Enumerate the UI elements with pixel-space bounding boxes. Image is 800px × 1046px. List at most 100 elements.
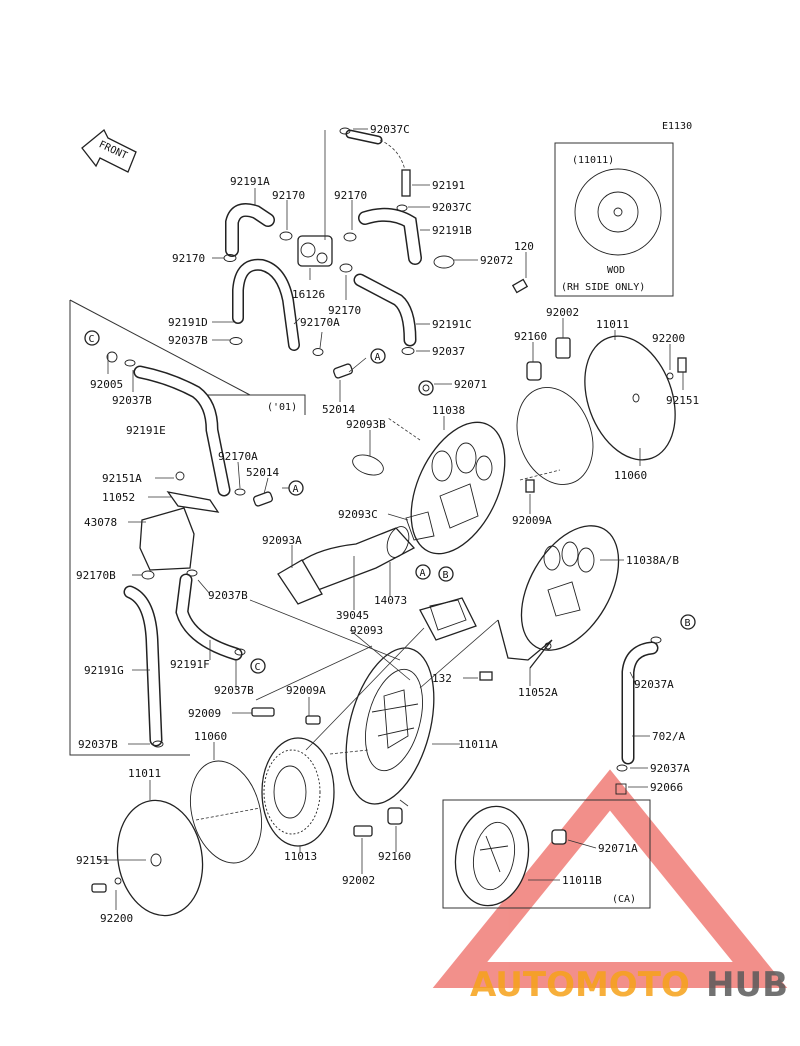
label-92170A: 92170A <box>218 450 258 463</box>
ref-circle-c2: C <box>250 658 266 674</box>
clamp-fittings <box>124 127 662 795</box>
front-arrow-icon: FRONT <box>81 128 137 173</box>
label-92071: 92071 <box>454 378 487 391</box>
label-92170B: 92170B <box>76 569 116 582</box>
label-132: 132 <box>432 672 452 685</box>
label-92200: 92200 <box>100 912 133 925</box>
label-92093A: 92093A <box>262 534 302 547</box>
label-92191F: 92191F <box>170 658 210 671</box>
bolt-92151-rh <box>666 357 687 380</box>
label-11011B: 11011B <box>562 874 602 887</box>
backplate-11038AB <box>520 525 620 651</box>
label-92093B: 92093B <box>346 418 386 431</box>
bracket-11052A <box>497 619 553 669</box>
label-92170: 92170 <box>272 189 305 202</box>
ref-circle-c1: C <box>84 330 100 346</box>
watermark-logo <box>432 769 788 988</box>
bolt-92009A-lower <box>305 715 321 725</box>
label-92037C: 92037C <box>432 201 472 214</box>
label-92009: 92009 <box>188 707 221 720</box>
gasket-92093C <box>405 511 435 541</box>
rh-side-label: (RH SIDE ONLY) <box>561 282 645 293</box>
cover-11011A <box>345 647 435 805</box>
hose-92191D <box>232 258 300 351</box>
label-92002: 92002 <box>342 874 375 887</box>
hose-702A <box>621 641 659 765</box>
ref-circle-b2: B <box>680 614 696 630</box>
label-11060: 11060 <box>194 730 227 743</box>
label-11038: 11038 <box>432 404 465 417</box>
label-92009A: 92009A <box>286 684 326 697</box>
spacer-92160-rh <box>526 361 542 381</box>
label-11052A: 11052A <box>518 686 558 699</box>
label-92160: 92160 <box>514 330 547 343</box>
bolt-92002-lower <box>353 825 373 837</box>
label-92037B: 92037B <box>208 589 248 602</box>
hose-92191A <box>225 203 275 257</box>
part-labels: 92037C 92191 92037C 92191A 92170 92170 9… <box>76 123 699 925</box>
label-92170: 92170 <box>172 252 205 265</box>
label-92002: 92002 <box>546 306 579 319</box>
oring-92093B <box>352 454 384 476</box>
svg-text:A: A <box>293 484 299 495</box>
svg-text:C: C <box>89 334 95 345</box>
valve-16126 <box>297 235 333 267</box>
inset-part-label: (11011) <box>572 155 614 166</box>
cover-11011-lower <box>116 799 204 917</box>
watermark-hub: HUB <box>706 965 788 1005</box>
ref-circle-a2: A <box>288 480 304 496</box>
svg-text:A: A <box>375 352 381 363</box>
label-92151: 92151 <box>76 854 109 867</box>
bolt-92009 <box>251 707 275 717</box>
label-92191E: 92191E <box>126 424 166 437</box>
pipe-52014-b <box>253 491 273 507</box>
hose-92191E <box>133 365 231 497</box>
label-92200: 92200 <box>652 332 685 345</box>
svg-text:A: A <box>420 568 426 579</box>
ref-circle-b1: B <box>438 566 454 582</box>
label-92072: 92072 <box>480 254 513 267</box>
label-11011A: 11011A <box>458 738 498 751</box>
label-92160: 92160 <box>378 850 411 863</box>
bolt-92151-lower <box>91 877 122 893</box>
label-92009A: 92009A <box>512 514 552 527</box>
svg-text:B: B <box>443 570 449 581</box>
bolt-132 <box>479 671 493 681</box>
bolt-120 <box>511 278 529 294</box>
inset-frame-01 <box>69 299 306 756</box>
label-92005: 92005 <box>90 378 123 391</box>
oring-11060-lower <box>190 760 262 864</box>
label-92191C: 92191C <box>432 318 472 331</box>
spacer-92160-lower <box>387 807 403 825</box>
backplate-11038 <box>410 380 506 555</box>
label-92071A: 92071A <box>598 842 638 855</box>
label-11060: 11060 <box>614 469 647 482</box>
duct-14073-gasket <box>419 597 477 641</box>
label-43078: 43078 <box>84 516 117 529</box>
label-16126: 16126 <box>292 288 325 301</box>
pipe-52014-a <box>333 363 353 379</box>
filter-11013 <box>261 737 335 847</box>
ref-circle-a1: A <box>370 348 386 364</box>
label-92093C: 92093C <box>338 508 378 521</box>
label-92191: 92191 <box>432 179 465 192</box>
oring-11060-rh <box>516 386 594 486</box>
svg-text:B: B <box>685 618 691 629</box>
label-14073: 14073 <box>374 594 407 607</box>
label-92037A: 92037A <box>650 762 690 775</box>
label-92151A: 92151A <box>102 472 142 485</box>
label-39045: 39045 <box>336 609 369 622</box>
label-92037: 92037 <box>432 345 465 358</box>
label-92037B: 92037B <box>78 738 118 751</box>
bolt-92009A-upper <box>525 479 535 493</box>
label-52014: 52014 <box>322 403 355 416</box>
label-11038AB: 11038A/B <box>626 554 679 567</box>
watermark-text: AUTOMOTO HUB <box>470 965 788 1005</box>
ref-circle-a3: A <box>415 564 431 580</box>
label-120: 120 <box>514 240 534 253</box>
inset-frame-ca <box>442 799 651 909</box>
label-92037C: 92037C <box>370 123 410 136</box>
label-52014: 52014 <box>246 466 279 479</box>
label-92191D: 92191D <box>168 316 208 329</box>
